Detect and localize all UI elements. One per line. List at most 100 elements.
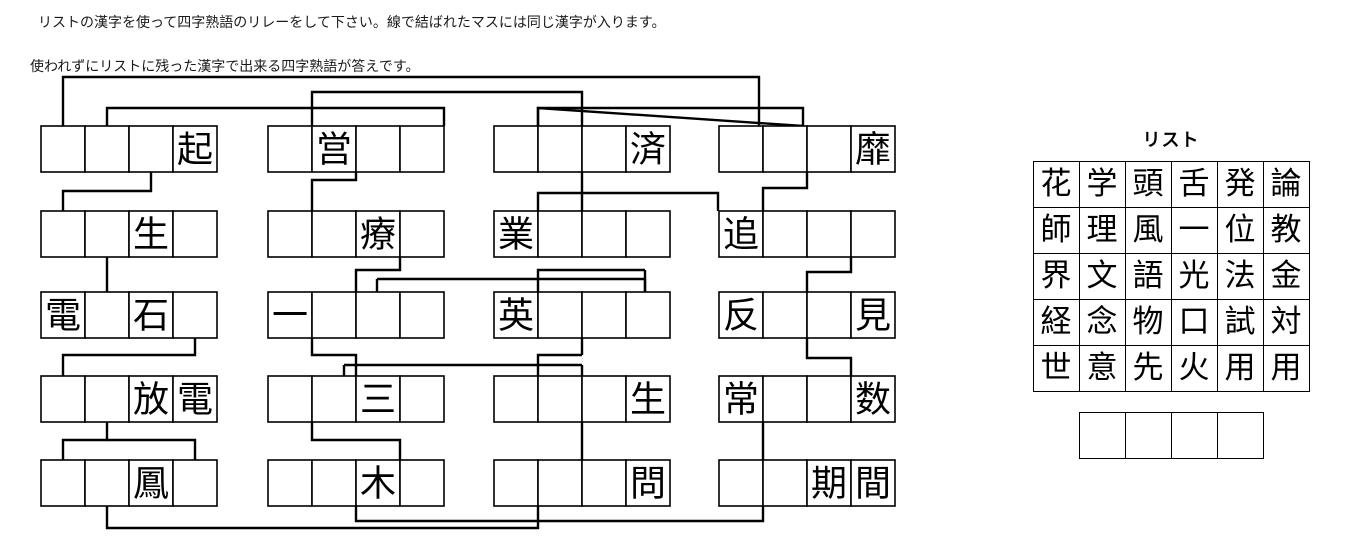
list-cell[interactable]: 理 bbox=[1078, 207, 1126, 254]
puzzle-cell[interactable] bbox=[762, 125, 808, 173]
puzzle-cell[interactable] bbox=[493, 125, 539, 173]
puzzle-cell[interactable] bbox=[84, 375, 130, 423]
puzzle-cell[interactable] bbox=[40, 459, 86, 507]
puzzle-cell[interactable] bbox=[581, 125, 627, 173]
list-cell[interactable]: 試 bbox=[1216, 299, 1264, 346]
list-cell[interactable]: 口 bbox=[1170, 299, 1218, 346]
puzzle-cell[interactable] bbox=[311, 375, 357, 423]
puzzle-cell[interactable] bbox=[172, 459, 218, 507]
list-cell[interactable]: 発 bbox=[1216, 161, 1264, 208]
puzzle-cell[interactable] bbox=[128, 291, 174, 339]
puzzle-cell[interactable] bbox=[806, 375, 852, 423]
puzzle-cell[interactable] bbox=[399, 125, 445, 173]
puzzle-cell[interactable] bbox=[718, 459, 764, 507]
puzzle-cell[interactable] bbox=[625, 125, 671, 173]
answer-cell[interactable] bbox=[1078, 412, 1126, 459]
list-cell[interactable]: 法 bbox=[1216, 253, 1264, 300]
answer-cell[interactable] bbox=[1124, 412, 1172, 459]
puzzle-cell[interactable] bbox=[172, 125, 218, 173]
list-cell[interactable]: 用 bbox=[1216, 345, 1264, 392]
puzzle-cell[interactable] bbox=[128, 125, 174, 173]
list-cell[interactable]: 花 bbox=[1032, 161, 1080, 208]
puzzle-cell[interactable] bbox=[84, 291, 130, 339]
puzzle-cell[interactable] bbox=[311, 210, 357, 258]
puzzle-cell[interactable] bbox=[806, 210, 852, 258]
puzzle-cell[interactable] bbox=[311, 459, 357, 507]
puzzle-cell[interactable] bbox=[399, 291, 445, 339]
list-cell[interactable]: 用 bbox=[1262, 345, 1310, 392]
puzzle-cell[interactable] bbox=[84, 459, 130, 507]
list-cell[interactable]: 文 bbox=[1078, 253, 1126, 300]
puzzle-cell[interactable] bbox=[625, 210, 671, 258]
puzzle-cell[interactable] bbox=[718, 291, 764, 339]
puzzle-cell[interactable] bbox=[399, 375, 445, 423]
puzzle-cell[interactable] bbox=[493, 210, 539, 258]
puzzle-cell[interactable] bbox=[267, 459, 313, 507]
puzzle-cell[interactable] bbox=[40, 125, 86, 173]
puzzle-cell[interactable] bbox=[762, 210, 808, 258]
puzzle-cell[interactable] bbox=[537, 459, 583, 507]
list-cell[interactable]: 光 bbox=[1170, 253, 1218, 300]
list-cell[interactable]: 意 bbox=[1078, 345, 1126, 392]
puzzle-cell[interactable] bbox=[267, 291, 313, 339]
puzzle-cell[interactable] bbox=[718, 125, 764, 173]
puzzle-cell[interactable] bbox=[172, 375, 218, 423]
puzzle-cell[interactable] bbox=[762, 375, 808, 423]
list-cell[interactable]: 語 bbox=[1124, 253, 1172, 300]
puzzle-cell[interactable] bbox=[850, 375, 896, 423]
puzzle-cell[interactable] bbox=[537, 210, 583, 258]
puzzle-cell[interactable] bbox=[493, 459, 539, 507]
puzzle-cell[interactable] bbox=[493, 291, 539, 339]
puzzle-cell[interactable] bbox=[128, 210, 174, 258]
list-cell[interactable]: 舌 bbox=[1170, 161, 1218, 208]
puzzle-cell[interactable] bbox=[172, 291, 218, 339]
puzzle-cell[interactable] bbox=[537, 125, 583, 173]
puzzle-cell[interactable] bbox=[625, 459, 671, 507]
puzzle-cell[interactable] bbox=[267, 125, 313, 173]
puzzle-cell[interactable] bbox=[581, 210, 627, 258]
puzzle-cell[interactable] bbox=[40, 210, 86, 258]
list-cell[interactable]: 先 bbox=[1124, 345, 1172, 392]
puzzle-cell[interactable] bbox=[806, 291, 852, 339]
list-cell[interactable]: 世 bbox=[1032, 345, 1080, 392]
answer-cell[interactable] bbox=[1216, 412, 1264, 459]
list-cell[interactable]: 教 bbox=[1262, 207, 1310, 254]
puzzle-cell[interactable] bbox=[172, 210, 218, 258]
list-cell[interactable]: 界 bbox=[1032, 253, 1080, 300]
puzzle-cell[interactable] bbox=[762, 459, 808, 507]
puzzle-cell[interactable] bbox=[40, 375, 86, 423]
puzzle-cell[interactable] bbox=[537, 375, 583, 423]
puzzle-cell[interactable] bbox=[762, 291, 808, 339]
puzzle-cell[interactable] bbox=[625, 291, 671, 339]
puzzle-cell[interactable] bbox=[581, 291, 627, 339]
puzzle-cell[interactable] bbox=[625, 375, 671, 423]
list-cell[interactable]: 火 bbox=[1170, 345, 1218, 392]
list-cell[interactable]: 位 bbox=[1216, 207, 1264, 254]
list-cell[interactable]: 風 bbox=[1124, 207, 1172, 254]
puzzle-cell[interactable] bbox=[355, 125, 401, 173]
puzzle-cell[interactable] bbox=[355, 291, 401, 339]
list-cell[interactable]: 金 bbox=[1262, 253, 1310, 300]
puzzle-cell[interactable] bbox=[537, 291, 583, 339]
puzzle-cell[interactable] bbox=[850, 125, 896, 173]
puzzle-cell[interactable] bbox=[493, 375, 539, 423]
puzzle-cell[interactable] bbox=[84, 210, 130, 258]
list-cell[interactable]: 念 bbox=[1078, 299, 1126, 346]
list-cell[interactable]: 一 bbox=[1170, 207, 1218, 254]
puzzle-cell[interactable] bbox=[850, 291, 896, 339]
puzzle-cell[interactable] bbox=[850, 459, 896, 507]
list-cell[interactable]: 経 bbox=[1032, 299, 1080, 346]
puzzle-cell[interactable] bbox=[84, 125, 130, 173]
list-cell[interactable]: 対 bbox=[1262, 299, 1310, 346]
puzzle-cell[interactable] bbox=[399, 210, 445, 258]
list-cell[interactable]: 論 bbox=[1262, 161, 1310, 208]
puzzle-cell[interactable] bbox=[311, 291, 357, 339]
list-cell[interactable]: 頭 bbox=[1124, 161, 1172, 208]
puzzle-cell[interactable] bbox=[399, 459, 445, 507]
list-cell[interactable]: 学 bbox=[1078, 161, 1126, 208]
puzzle-cell[interactable] bbox=[267, 210, 313, 258]
puzzle-cell[interactable] bbox=[267, 375, 313, 423]
puzzle-cell[interactable] bbox=[581, 375, 627, 423]
puzzle-cell[interactable] bbox=[806, 125, 852, 173]
puzzle-cell[interactable] bbox=[850, 210, 896, 258]
